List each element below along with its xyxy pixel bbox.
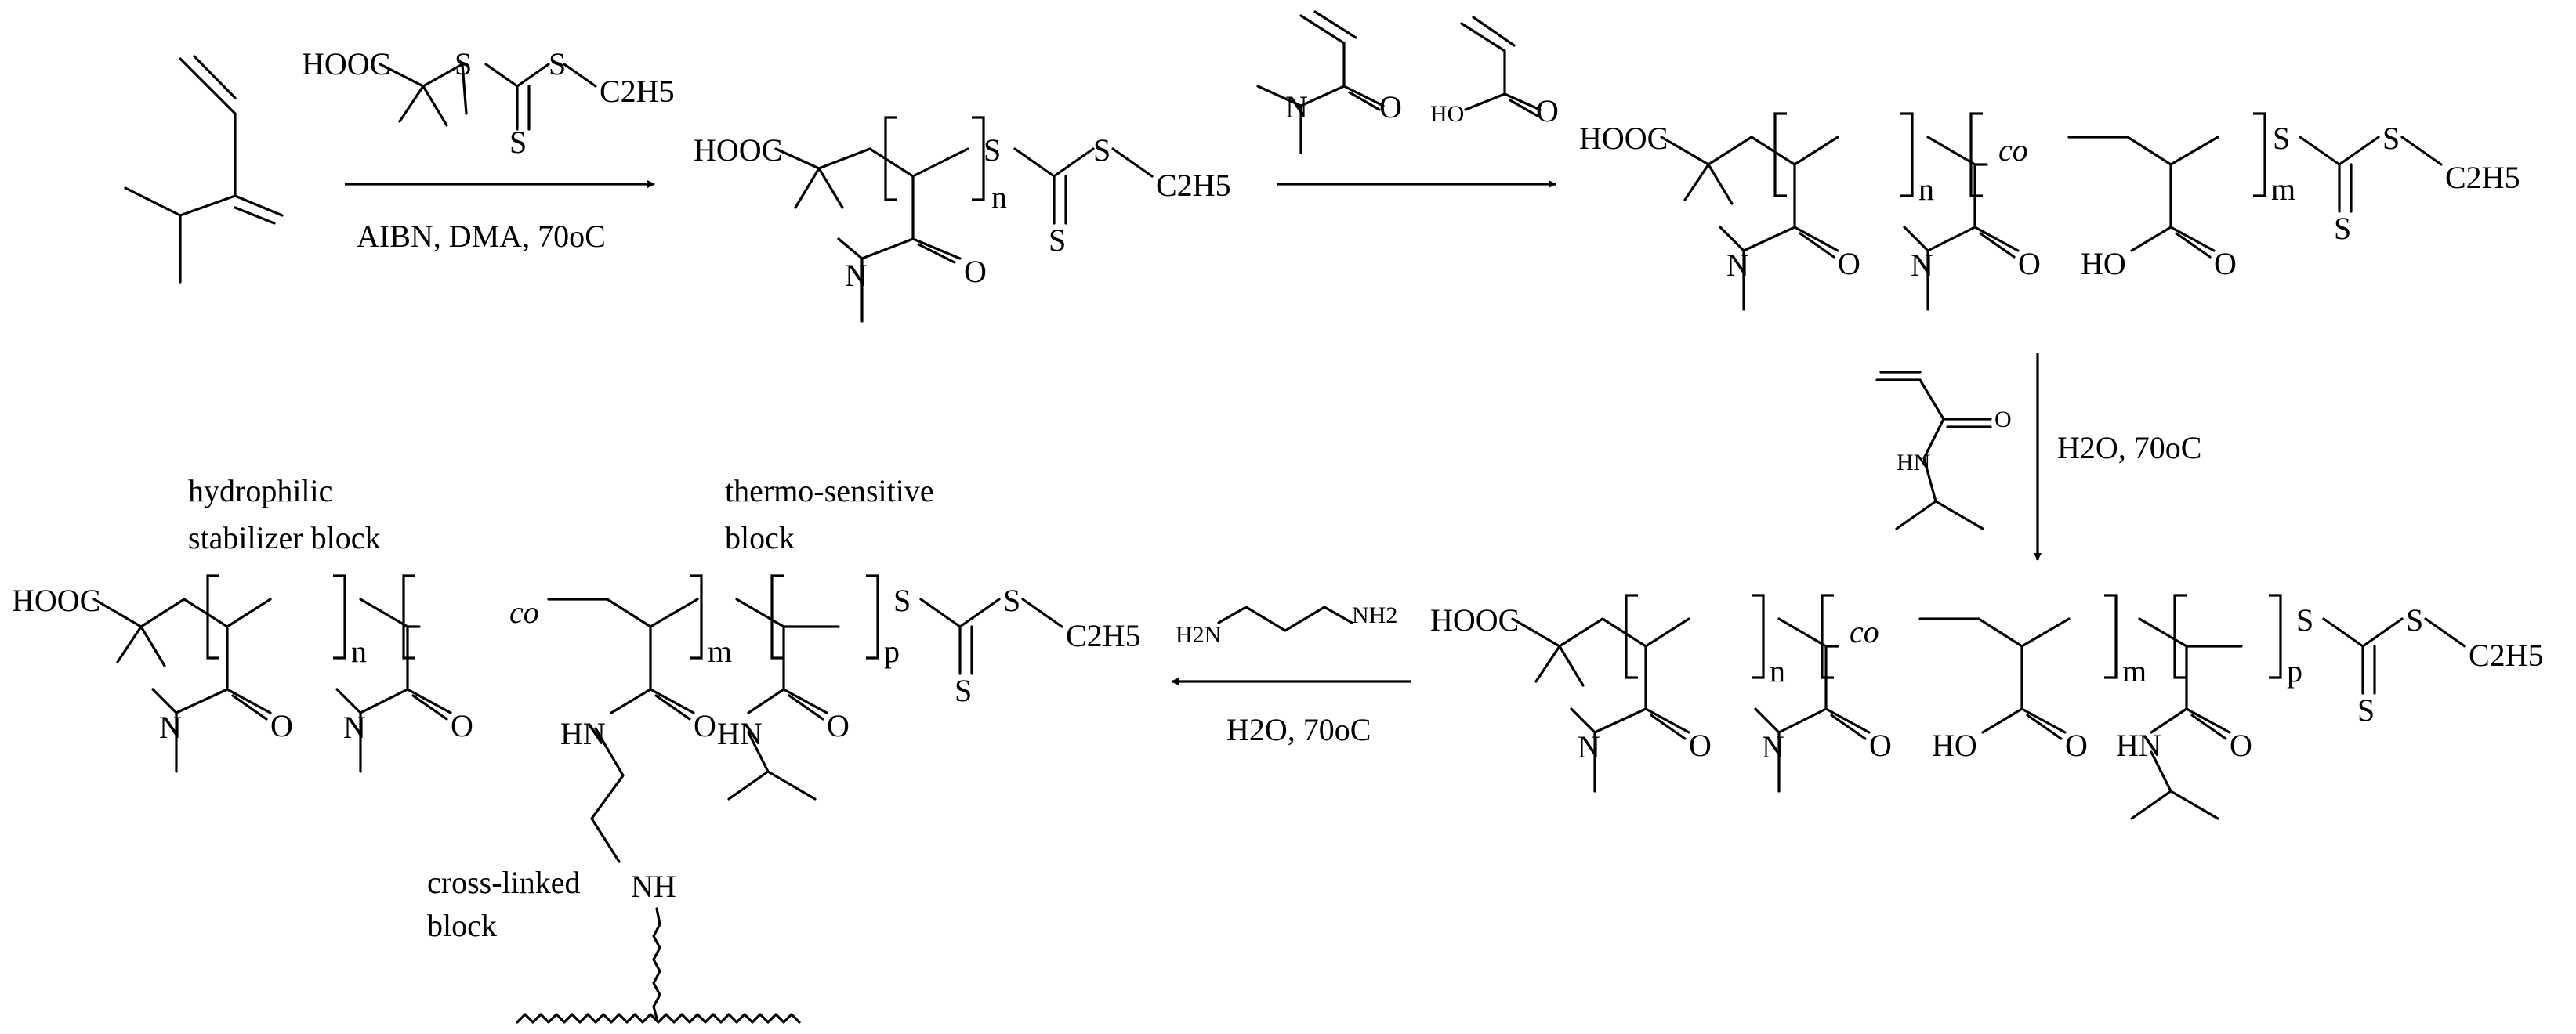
p4-o3-label: O	[694, 708, 716, 743]
rxn1-conditions: AIBN, DMA, 70oC	[357, 219, 606, 254]
p4-n-subscript: n	[351, 634, 367, 669]
p4-s3-label: S	[955, 673, 972, 708]
p4-n1-label: N	[159, 710, 182, 745]
p2-n-subscript: n	[1918, 172, 1934, 207]
p3-ho-label: HO	[1932, 728, 1977, 763]
p1-amide-o-label: O	[964, 254, 987, 289]
p1-et-label: C2H5	[1156, 168, 1231, 203]
p2-n1-label: N	[1726, 248, 1749, 283]
p2-s1-label: S	[2273, 121, 2290, 156]
rxn4-conditions: H2O, 70oC	[1226, 712, 1371, 747]
rxn1-s2-label: S	[549, 46, 566, 81]
p3-p-subscript: p	[2287, 653, 2302, 689]
annotation-hydrophilic-2: stabilizer block	[188, 520, 380, 555]
rxn4-h2n-label: H2N	[1176, 622, 1221, 648]
p3-o4-label: O	[2230, 728, 2252, 763]
p4-p-subscript: p	[884, 634, 900, 669]
p2-m-subscript: m	[2271, 172, 2295, 207]
p2-o1-label: O	[1838, 246, 1860, 281]
rxn2-ho-label: HO	[1430, 101, 1464, 127]
rxn2-o-label: O	[1379, 89, 1402, 125]
p2-o3-label: O	[2214, 246, 2237, 281]
product-4: hydrophilic stabilizer block thermo-sens…	[12, 473, 1141, 1024]
p4-hn1-label: HN	[560, 716, 606, 751]
p3-m-subscript: m	[2122, 653, 2147, 689]
p4-s1-label: S	[893, 583, 911, 618]
p3-n-subscript: n	[1770, 653, 1785, 689]
p3-s2-label: S	[2406, 602, 2423, 638]
p3-o3-label: O	[2065, 728, 2088, 763]
p2-co-label: co	[1998, 132, 2028, 168]
product-1: HOOC n S S S C2H5 N O	[694, 116, 1231, 323]
p1-s1-label: S	[984, 132, 1001, 168]
p3-n2-label: N	[1762, 729, 1784, 765]
p3-s1-label: S	[2296, 602, 2313, 638]
p3-hooc-label: HOOC	[1430, 602, 1519, 638]
product-3: HOOC n co m p S S S C2H5 N O N O HO O HN…	[1430, 594, 2544, 820]
reaction-1: HOOC S S S C2H5 AIBN, DMA, 70oC	[302, 46, 675, 254]
p4-et-label: C2H5	[1066, 618, 1141, 653]
p2-n2-label: N	[1911, 248, 1933, 283]
rxn3-conditions: H2O, 70oC	[2057, 430, 2201, 465]
p3-o2-label: O	[1869, 728, 1892, 763]
annotation-thermo-1: thermo-sensitive	[725, 473, 934, 508]
annotation-crosslinked-2: block	[427, 908, 497, 943]
rxn1-s3-label: S	[509, 125, 527, 160]
p4-o4-label: O	[827, 708, 850, 743]
p4-s2-label: S	[1003, 583, 1020, 618]
rxn1-s1-label: S	[455, 46, 472, 81]
p2-s2-label: S	[2382, 121, 2400, 156]
p4-co-label: co	[509, 595, 539, 630]
p2-o2-label: O	[2018, 246, 2041, 281]
p4-o1-label: O	[270, 708, 293, 743]
p4-n2-label: N	[343, 710, 366, 745]
p3-hn-label: HN	[2116, 728, 2161, 763]
crosslink-core-line	[516, 1013, 801, 1024]
annotation-thermo-2: block	[725, 520, 795, 555]
p1-hooc-label: HOOC	[694, 132, 782, 168]
p2-s3-label: S	[2334, 211, 2351, 246]
reaction-3: O HN H2O, 70oC	[1875, 352, 2201, 561]
p4-o2-label: O	[451, 708, 473, 743]
p3-n1-label: N	[1578, 729, 1600, 765]
monomer-dma	[124, 55, 284, 284]
rxn2-o2-label: O	[1536, 93, 1559, 128]
p3-co-label: co	[1850, 614, 1879, 649]
rxn1-hooc-label: HOOC	[302, 46, 390, 81]
rxn1-et-label: C2H5	[600, 74, 675, 109]
p3-o1-label: O	[1689, 728, 1712, 763]
reaction-2: N O HO O	[1256, 10, 1559, 188]
rxn4-nh2-label: NH2	[1352, 602, 1397, 628]
p2-hooc-label: HOOC	[1579, 121, 1668, 156]
rxn3-hn-label: HN	[1897, 450, 1930, 475]
p2-ho-label: HO	[2081, 246, 2126, 281]
p4-hn2-label: HN	[717, 716, 763, 751]
annotation-crosslinked-1: cross-linked	[427, 865, 581, 900]
p3-s3-label: S	[2357, 692, 2375, 728]
rxn3-o-label: O	[1994, 407, 2012, 432]
p3-et-label: C2H5	[2469, 638, 2544, 673]
p4-m-subscript: m	[708, 634, 732, 669]
p4-hooc-label: HOOC	[12, 583, 100, 618]
rxn2-n-label: N	[1285, 89, 1308, 125]
p1-s2-label: S	[1093, 132, 1110, 168]
p4-nh-label: NH	[631, 869, 676, 904]
crosslink-wavy-bond	[652, 907, 661, 1020]
p1-n-subscript: n	[991, 179, 1007, 215]
annotation-hydrophilic-1: hydrophilic	[188, 473, 332, 508]
reaction-4: H2N NH2 H2O, 70oC	[1171, 602, 1411, 747]
p1-amide-n-label: N	[845, 258, 868, 293]
p2-et-label: C2H5	[2445, 160, 2520, 195]
p1-s3-label: S	[1049, 222, 1066, 258]
product-2: HOOC n co m S S S C2H5 N O N O HO O	[1579, 112, 2520, 311]
